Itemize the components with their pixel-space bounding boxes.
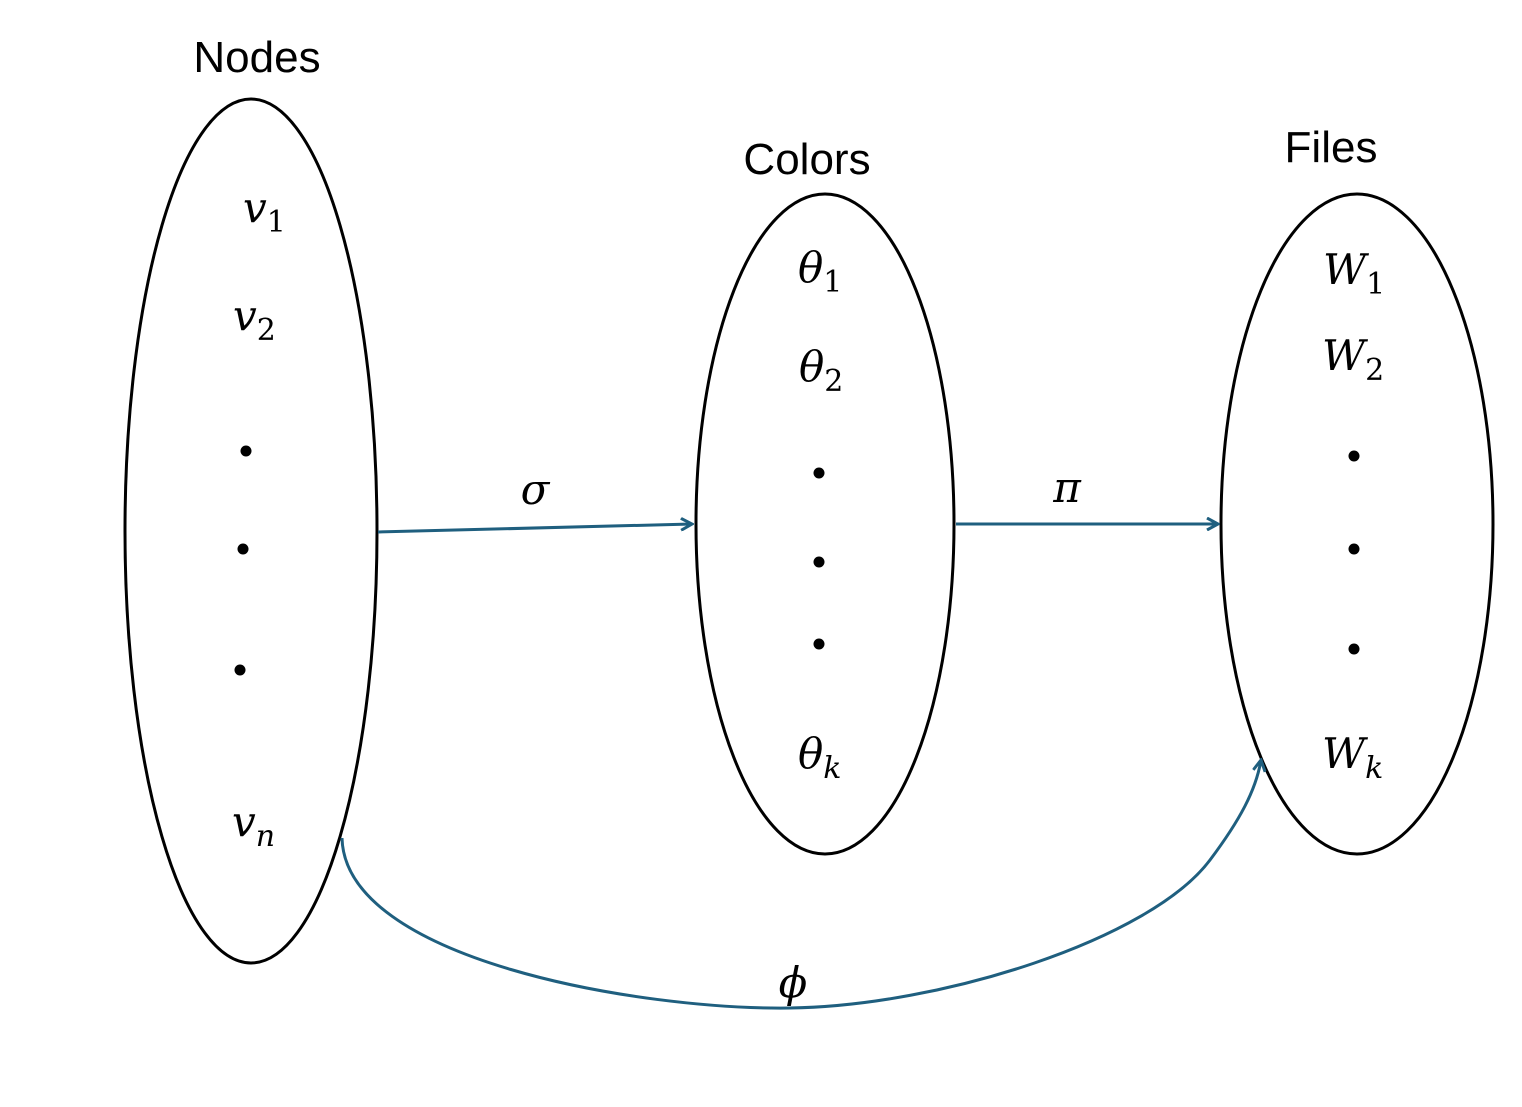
color-theta1: θ1 [798, 243, 842, 300]
phi-arrow [340, 760, 1261, 1010]
ellipsis-dot [813, 638, 825, 650]
file-w2: W2 [1322, 331, 1384, 388]
node-v2: v2 [233, 291, 276, 348]
phi-mapping: ϕ [340, 760, 1261, 1010]
color-thetak: θk [798, 729, 841, 786]
node-v1: v1 [243, 183, 286, 240]
ellipsis-dot [1348, 643, 1360, 655]
ellipsis-dot [813, 556, 825, 568]
files-ellipse [1219, 192, 1495, 856]
ellipsis-dot [813, 467, 825, 479]
file-w1: W1 [1323, 245, 1385, 302]
ellipsis-dot [237, 543, 249, 555]
pi-label: π [1052, 463, 1082, 512]
file-wk: Wk [1322, 729, 1383, 786]
sigma-mapping: σ [377, 465, 692, 534]
nodes-ellipse [123, 97, 379, 965]
sigma-arrow [377, 524, 692, 534]
sigma-label: σ [521, 465, 551, 514]
colors-set: Colors θ1 θ2 θk [694, 135, 956, 856]
pi-mapping: π [956, 463, 1218, 524]
nodes-title: Nodes [193, 33, 320, 82]
nodes-set: Nodes v1 v2 vn [123, 33, 379, 965]
ellipsis-dot [240, 445, 252, 457]
node-vn: vn [232, 797, 275, 854]
ellipsis-dot [234, 664, 246, 676]
colors-title: Colors [743, 135, 870, 184]
phi-label: ϕ [779, 958, 808, 1007]
files-title: Files [1285, 123, 1378, 172]
ellipsis-dot [1348, 543, 1360, 555]
files-set: Files W1 W2 Wk [1219, 123, 1495, 856]
ellipsis-dot [1348, 450, 1360, 462]
color-theta2: θ2 [799, 342, 843, 399]
colors-ellipse [694, 192, 956, 856]
